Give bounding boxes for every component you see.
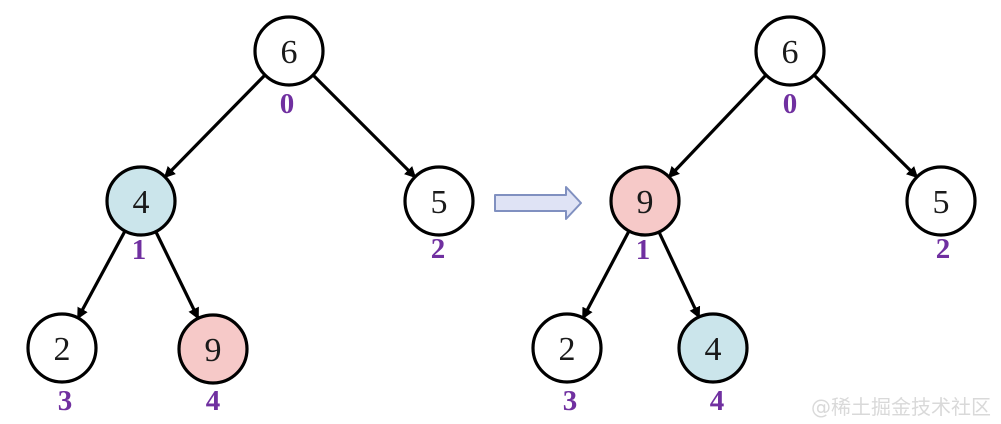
node-index-label: 3 (58, 385, 73, 417)
edge-arrow-4-to-9 (154, 231, 200, 320)
node-circle (531, 312, 603, 384)
node-value: 4 (133, 184, 150, 221)
node-circle (677, 312, 749, 384)
edge-arrow-6-to-9 (667, 73, 768, 179)
tree-node: 2 3 (531, 312, 603, 417)
node-value: 9 (637, 184, 654, 221)
node-value: 4 (705, 331, 722, 368)
node-circle (253, 15, 325, 87)
transition-arrow-icon (494, 186, 582, 220)
tree-node: 6 0 (754, 15, 826, 120)
node-value: 6 (281, 34, 298, 71)
tree-node: 4 4 (677, 312, 749, 417)
tree-node: 6 0 (253, 15, 325, 120)
node-index-label: 1 (636, 234, 651, 266)
node-index-label: 0 (783, 88, 798, 120)
edge-arrow-4-to-2 (76, 230, 127, 320)
node-circle (754, 15, 826, 87)
node-circle (905, 165, 977, 237)
tree-before: 6 0 4 1 5 2 2 3 (26, 15, 475, 417)
node-value: 2 (559, 331, 576, 368)
node-value: 9 (205, 332, 222, 369)
node-value: 6 (782, 34, 799, 71)
watermark: @稀土掘金技术社区 (811, 395, 991, 419)
edge-arrow-6-to-5 (311, 73, 417, 179)
node-index-label: 1 (132, 234, 147, 266)
node-circle (105, 165, 177, 237)
node-index-label: 2 (936, 233, 951, 265)
tree-node: 9 4 (177, 313, 249, 417)
edge-arrow-9-to-2 (581, 230, 631, 320)
node-circle (26, 312, 98, 384)
tree-node: 2 3 (26, 312, 98, 417)
node-circle (177, 313, 249, 385)
node-value: 5 (431, 184, 448, 221)
node-value: 2 (54, 331, 71, 368)
tree-node: 9 1 (609, 165, 681, 266)
tree-node: 4 1 (105, 165, 177, 266)
node-circle (609, 165, 681, 237)
tree-after: 6 0 9 1 5 2 2 3 (531, 15, 977, 417)
node-value: 5 (933, 184, 950, 221)
edge-arrow-6-to-5 (812, 73, 919, 179)
node-index-label: 4 (206, 385, 221, 417)
node-index-label: 3 (563, 385, 578, 417)
node-circle (403, 165, 475, 237)
edge-arrow-6-to-4 (163, 73, 267, 179)
node-index-label: 0 (280, 88, 295, 120)
tree-node: 5 2 (403, 165, 475, 265)
edge-arrow-9-to-4 (657, 231, 701, 319)
tree-node: 5 2 (905, 165, 977, 265)
node-index-label: 2 (431, 233, 446, 265)
node-index-label: 4 (710, 385, 725, 417)
